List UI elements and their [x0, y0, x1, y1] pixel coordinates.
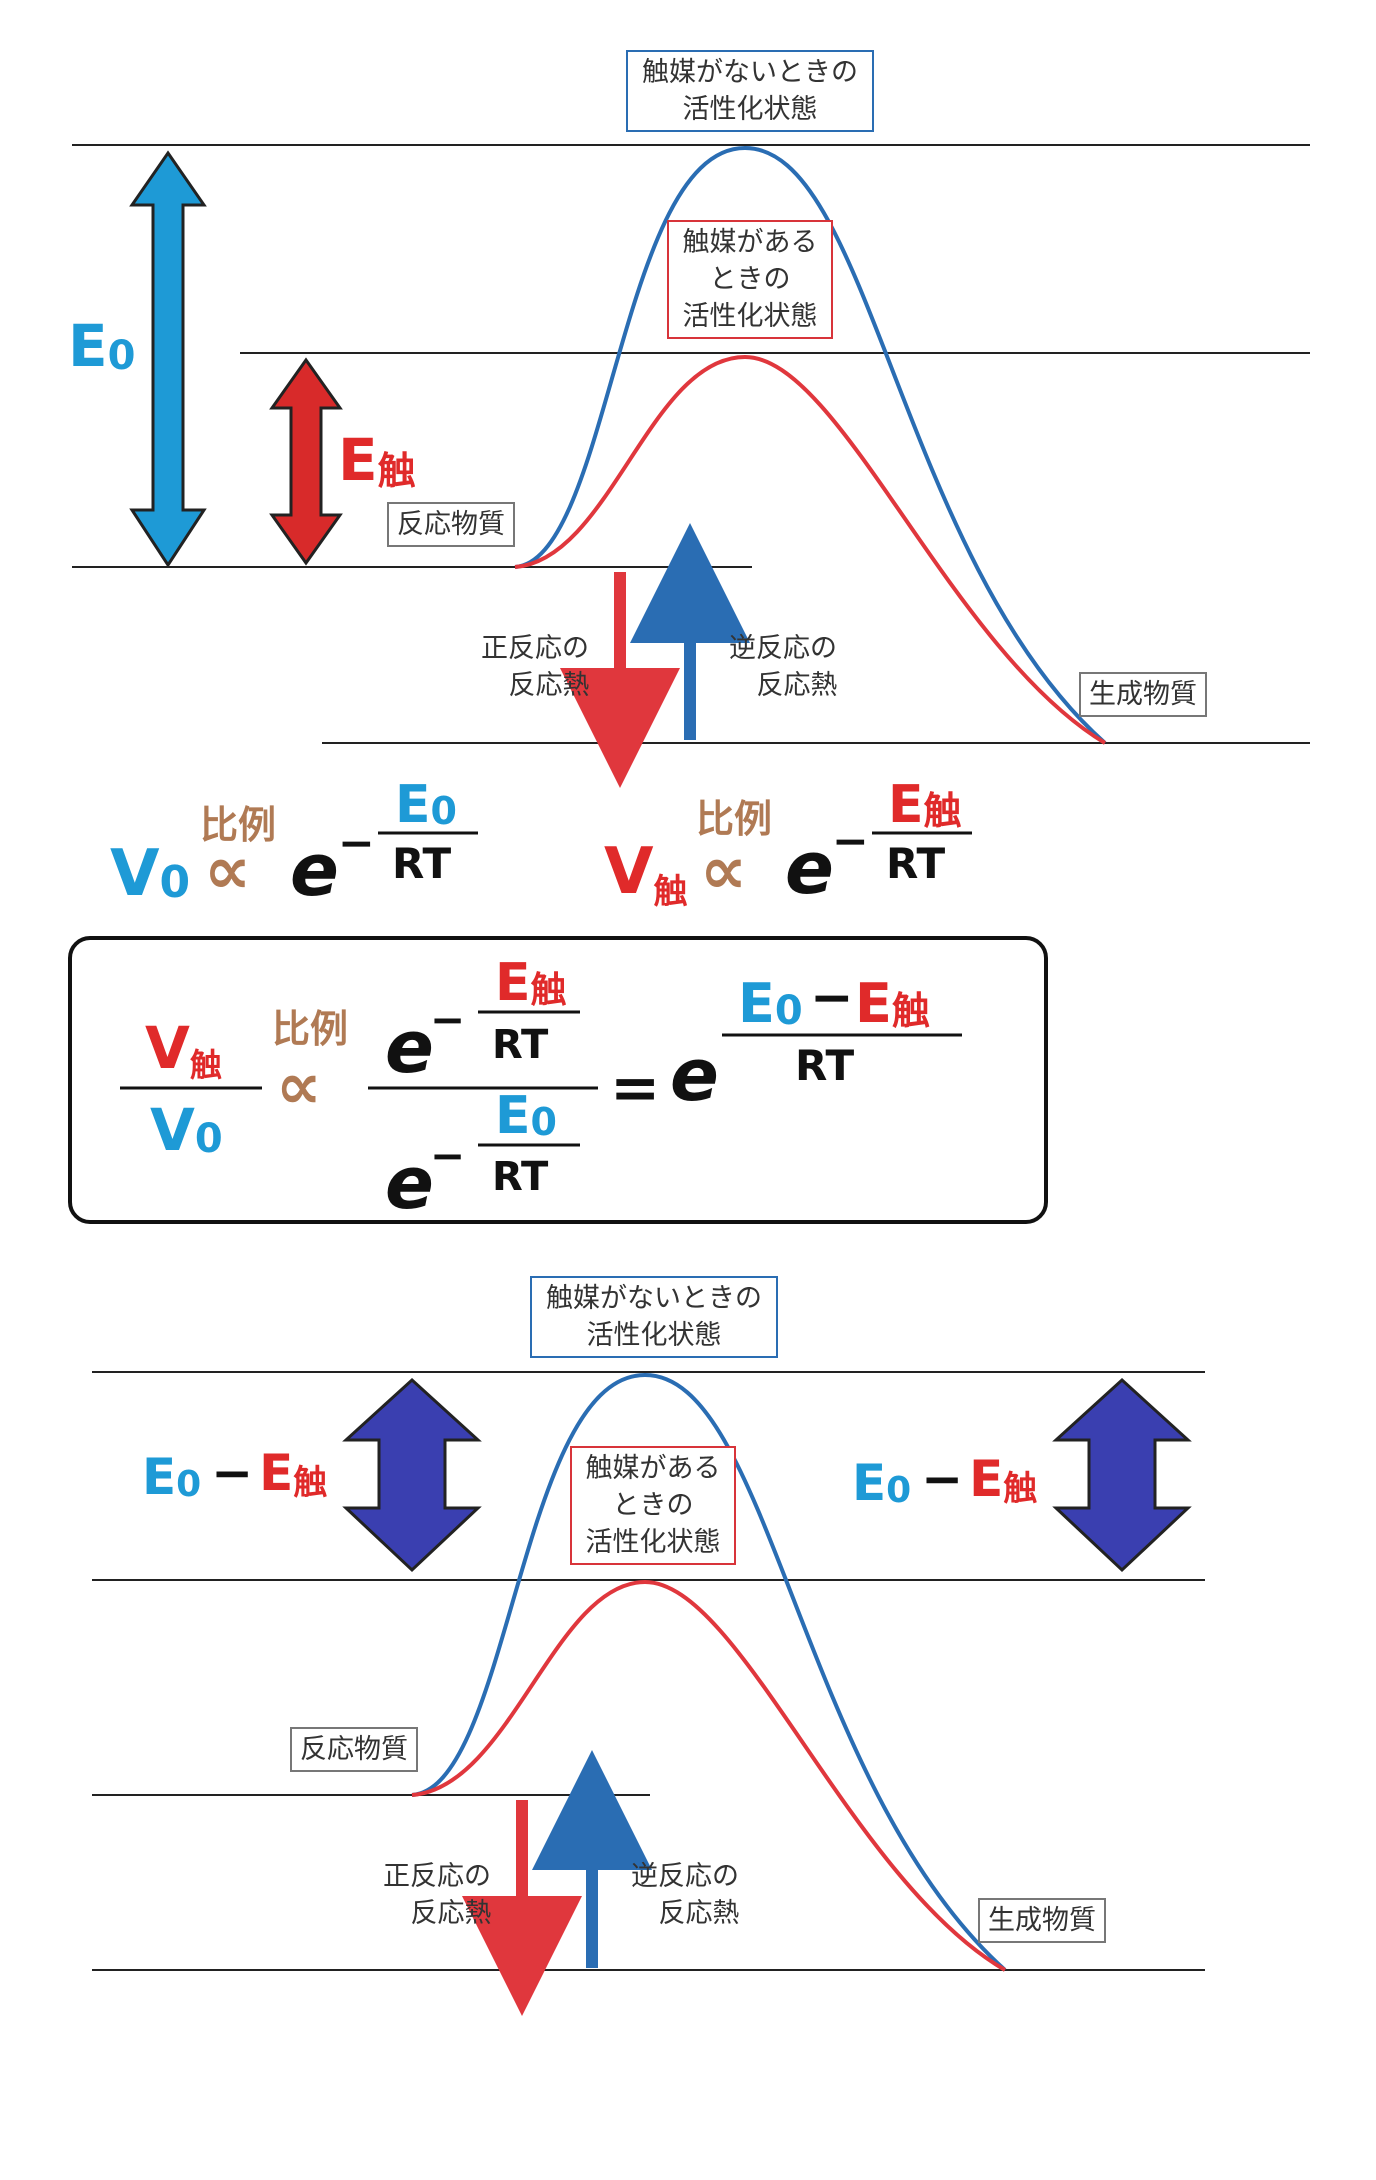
den-exp-e0: E0 [495, 1086, 557, 1146]
catalyzed-ts-label: 触媒がある ときの 活性化状態 [667, 220, 833, 339]
catalyzed-reaction-curve [411, 1579, 1007, 1972]
uncatalyzed-reaction-curve [411, 1372, 1007, 1972]
reactant-label: 反応物質 [290, 1727, 418, 1772]
label-line: 反応熱 [508, 670, 590, 701]
result-exp-e0: E0 [738, 972, 803, 1035]
label-line: 反応熱 [756, 670, 838, 701]
proportional-sign: ∝ [700, 832, 747, 909]
label-line: 逆反応の [729, 633, 837, 664]
label-line: 触媒がないときの [546, 1283, 762, 1314]
diff-double-arrow-left [342, 1377, 482, 1573]
uncatalyzed-reaction-curve [514, 145, 1107, 745]
label-line: 反応熱 [658, 1898, 740, 1929]
den-exp-rt: RT [492, 1154, 549, 1200]
proportional-sign: ∝ [276, 1050, 322, 1124]
den-exp-base: e [385, 1141, 434, 1225]
label-line: 逆反応の [631, 1861, 739, 1892]
exp-base: e [785, 826, 834, 910]
num-exp-ecat: E触 [495, 953, 567, 1013]
exp-minus: − [832, 816, 869, 867]
forward-heat-label: 正反応の 反応熱 [372, 1858, 502, 1932]
reverse-heat-label: 逆反応の 反応熱 [620, 1858, 750, 1932]
diagram-2: E0−E触 E0−E触 [92, 1371, 1205, 2016]
equals-sign: = [610, 1053, 660, 1123]
catalyzed-reaction-curve [514, 354, 1107, 745]
uncatalyzed-ts-label: 触媒がないときの 活性化状態 [626, 50, 874, 132]
e0-double-arrow [129, 150, 207, 568]
ratio-formula-box [68, 936, 1048, 1224]
label-line: 触媒がある [682, 227, 818, 258]
label-line: 活性化状態 [682, 94, 818, 125]
rate-formula-vcat: 比例 V触 ∝ e − E触 RT [604, 775, 972, 912]
result-exp-base: e [670, 1033, 719, 1117]
v0-symbol: V0 [110, 837, 190, 911]
diff-double-arrow-right [1052, 1377, 1192, 1573]
rate-formula-v0: 比例 V0 ∝ e − E0 RT [110, 775, 478, 912]
product-label: 生成物質 [1079, 672, 1207, 717]
diff-label-left: E0−E触 [142, 1444, 327, 1506]
ratio-formula: V触 V0 比例 ∝ e − E触 RT e − E0 RT = e E0 − … [120, 953, 962, 1225]
label-line: 活性化状態 [682, 301, 818, 332]
label-line: 活性化状態 [586, 1320, 722, 1351]
exp-denominator: RT [392, 839, 451, 888]
catalyzed-ts-label: 触媒がある ときの 活性化状態 [570, 1446, 736, 1565]
diff-label-right: E0−E触 [852, 1450, 1037, 1512]
result-exp-ecat: E触 [855, 972, 930, 1035]
proportional-word: 比例 [696, 797, 772, 841]
den-exp-minus: − [430, 1131, 465, 1180]
forward-heat-label: 正反応の 反応熱 [470, 630, 600, 704]
exp-numerator-e0: E0 [395, 775, 457, 835]
label-line: 正反応の [481, 633, 589, 664]
ecat-double-arrow [269, 357, 343, 566]
proportional-sign: ∝ [204, 832, 251, 909]
uncatalyzed-ts-label: 触媒がないときの 活性化状態 [530, 1276, 778, 1358]
reverse-heat-label: 逆反応の 反応熱 [718, 630, 848, 704]
exp-numerator-ecat: E触 [888, 775, 962, 835]
product-label: 生成物質 [978, 1898, 1106, 1943]
vcat-symbol: V触 [604, 835, 688, 912]
num-exp-base: e [385, 1005, 434, 1089]
ratio-v0: V0 [150, 1096, 223, 1164]
label-line: 活性化状態 [585, 1527, 721, 1558]
label-line: ときの [709, 264, 791, 295]
label-line: 触媒がある [585, 1453, 721, 1484]
num-exp-rt: RT [492, 1022, 549, 1068]
label-line: ときの [612, 1490, 694, 1521]
label-line: 反応熱 [410, 1898, 492, 1929]
e0-label: E0 [68, 312, 135, 380]
ratio-vcat: V触 [145, 1014, 222, 1084]
exp-denominator: RT [886, 839, 945, 888]
result-exp-minus: − [810, 968, 854, 1028]
exp-base: e [290, 828, 339, 912]
label-line: 正反応の [383, 1861, 491, 1892]
proportional-word: 比例 [272, 1007, 348, 1051]
proportional-word: 比例 [200, 803, 276, 847]
reactant-label: 反応物質 [387, 502, 515, 547]
ecat-label: E触 [338, 426, 416, 494]
diagram-1: E0 E触 [68, 144, 1310, 788]
label-line: 触媒がないときの [642, 57, 858, 88]
exp-minus: − [338, 818, 375, 869]
num-exp-minus: − [430, 995, 465, 1044]
result-exp-rt: RT [795, 1041, 854, 1090]
